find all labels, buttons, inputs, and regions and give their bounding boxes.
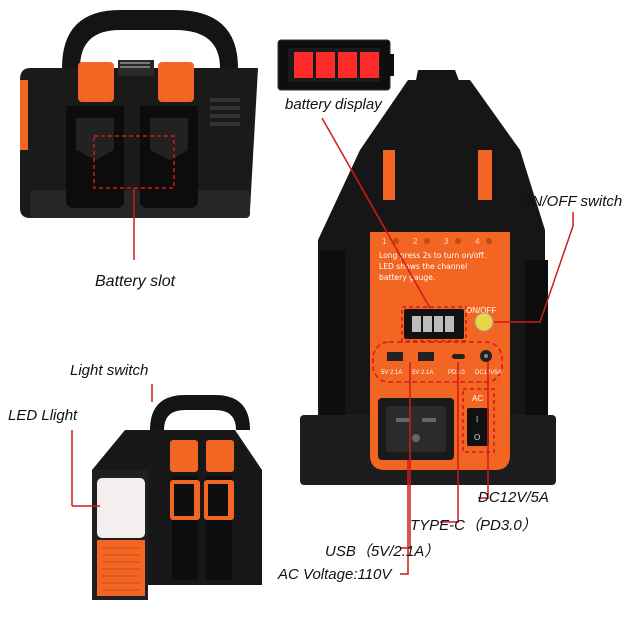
panel-instruction-1: Long press 2s to turn on/off. (379, 251, 486, 260)
led-indicator-3 (455, 238, 461, 244)
panel-display-highlight (401, 306, 467, 342)
on-off-panel-label: ON/OFF (466, 306, 496, 315)
battery-bar-3 (338, 52, 357, 78)
callout-lines (321, 117, 574, 575)
battery-slot-label: Battery slot (95, 273, 176, 290)
led-indicator-2 (424, 238, 430, 244)
type-c-label: TYPE-C（PD3.0） (410, 517, 537, 534)
usb-port-1[interactable] (387, 352, 403, 361)
led-number-3: 3 (444, 237, 449, 246)
top-view-unit (20, 10, 258, 218)
usb-port-2[interactable] (418, 352, 434, 361)
light-switch-latch-left (170, 440, 198, 472)
pd-port-label: PD3.0 (448, 370, 465, 376)
ac-switch-highlight (462, 388, 495, 453)
battery-slot-latch-right (158, 62, 194, 102)
ac-voltage-label: AC Voltage:110V (278, 566, 392, 583)
battery-display-callout (321, 117, 431, 309)
led-number-2: 2 (413, 237, 418, 246)
ports-highlight (372, 341, 503, 383)
light-switch-label: Light switch (70, 362, 149, 379)
light-switch-latch-right (206, 440, 234, 472)
led-indicator-4 (486, 238, 492, 244)
led-number-1: 1 (382, 237, 387, 246)
usb2-port-label: 5V 2.1A (412, 370, 433, 376)
battery-slot-latch-left (78, 62, 114, 102)
type-c-callout (440, 362, 459, 523)
led-light-label: LED Llight (8, 407, 78, 424)
led-light-panel (97, 478, 145, 538)
ac-switch-on-mark: I (476, 415, 478, 424)
battery-bar-4 (360, 52, 379, 78)
usb-callout (400, 362, 411, 549)
led-number-4: 4 (475, 237, 480, 246)
ac-panel-label: AC (472, 394, 483, 403)
type-c-port[interactable] (452, 354, 465, 359)
battery-bar-2 (316, 52, 335, 78)
on-off-callout (494, 212, 574, 323)
led-light-grille (97, 540, 145, 596)
usb-label: USB（5V/2.1A） (325, 543, 440, 560)
battery-display-badge (277, 39, 394, 91)
bottom-view-unit (92, 395, 262, 600)
ac-switch[interactable] (467, 408, 489, 446)
ac-switch-off-mark: O (474, 433, 480, 442)
ac-callout (400, 460, 409, 575)
usb1-port-label: 5V 2.1A (381, 370, 402, 376)
dc-label: DC12V/5A (478, 489, 549, 506)
led-indicator-1 (393, 238, 399, 244)
battery-bar-1 (294, 52, 313, 78)
battery-display-label: battery display (285, 96, 382, 113)
on-off-switch-label: ON/OFF switch (520, 193, 623, 210)
panel-instruction-2: LED shows the channel (379, 262, 467, 271)
panel-battery-display (404, 309, 464, 339)
panel-instruction-3: battery gauge. (379, 273, 435, 282)
dc-callout (478, 362, 489, 499)
on-off-button[interactable] (474, 312, 494, 332)
